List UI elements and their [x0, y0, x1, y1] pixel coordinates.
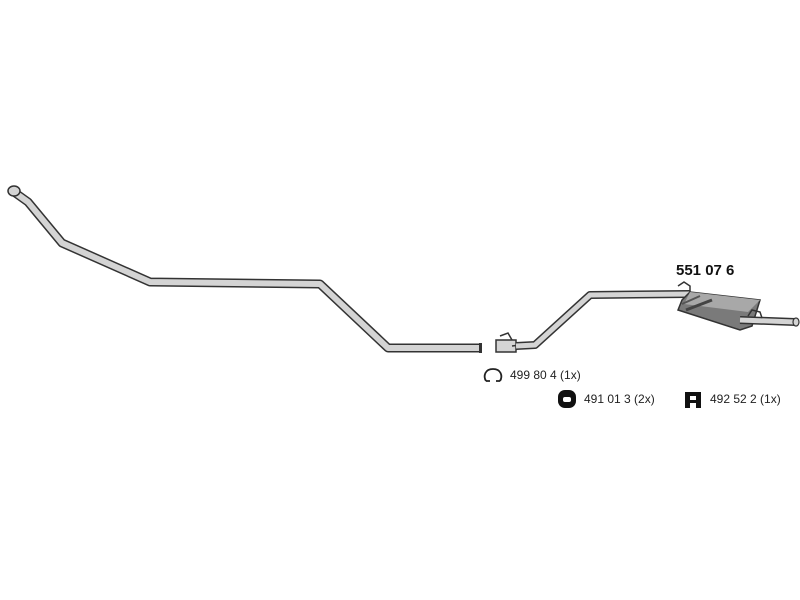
- accessory-code: 491 01 3 (2x): [584, 392, 655, 406]
- front-pipe: [7, 185, 482, 353]
- rear-muffler: [677, 291, 761, 331]
- accessory-code: 499 80 4 (1x): [510, 368, 581, 382]
- pipe-end-flange: [7, 185, 21, 197]
- accessory-clamp: 499 80 4 (1x): [482, 366, 581, 384]
- clamp-ring-icon: [483, 368, 503, 382]
- part-number-label: 551 07 6: [676, 262, 735, 279]
- accessory-mount: 492 52 2 (1x): [682, 388, 781, 410]
- accessory-code: 492 52 2 (1x): [710, 392, 781, 406]
- rear-section: [495, 281, 800, 353]
- rubber-mount-icon: [685, 392, 701, 408]
- rubber-hanger-icon: [558, 390, 576, 408]
- accessory-hanger: 491 01 3 (2x): [556, 388, 655, 410]
